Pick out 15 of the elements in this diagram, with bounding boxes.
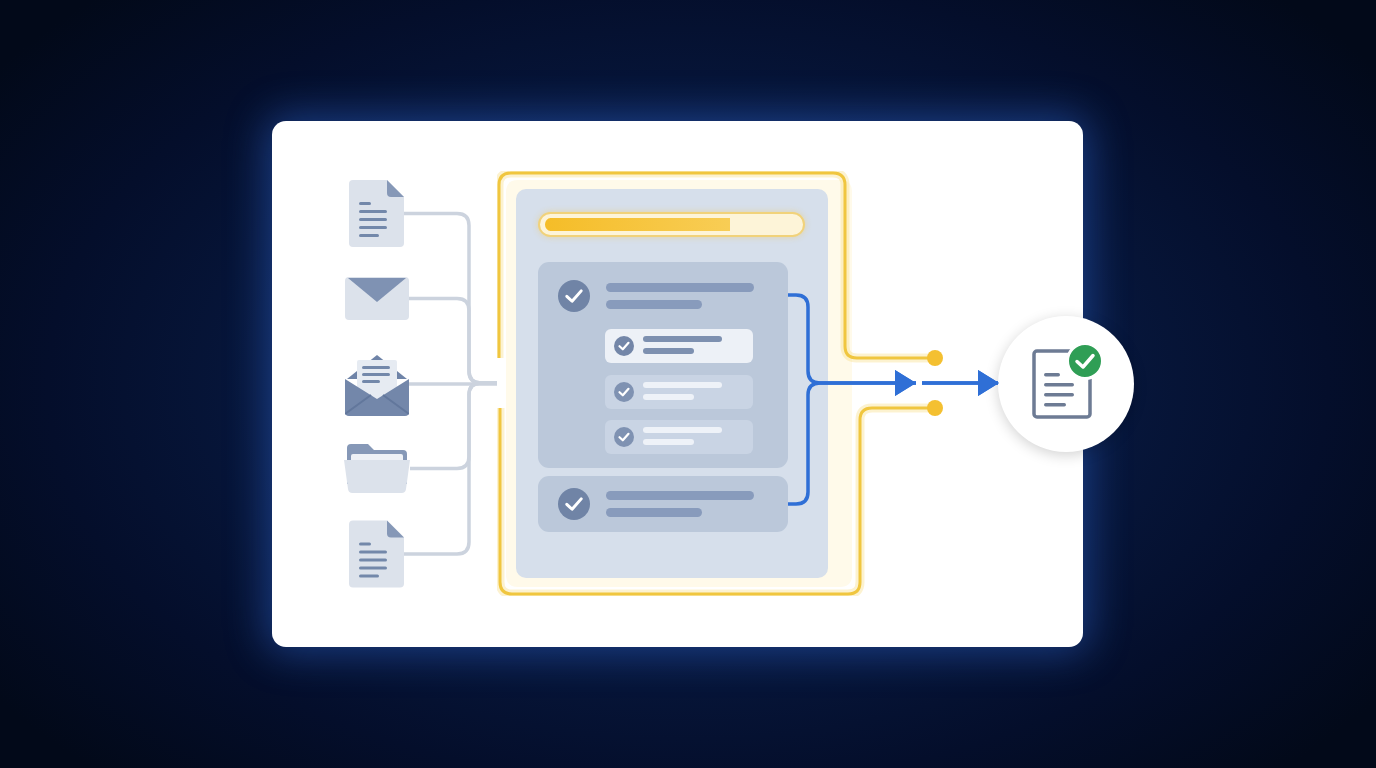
panel: [516, 189, 828, 578]
subtask-row: [605, 375, 753, 409]
document-icon: [349, 520, 404, 588]
subtask-row: [605, 420, 753, 454]
progress-bar: [538, 212, 805, 237]
document-icon: [349, 180, 404, 247]
open-envelope-icon: [345, 352, 409, 416]
connector-line: [409, 382, 497, 386]
highlight-frame: [497, 171, 945, 596]
task-card: [538, 262, 788, 468]
connector-line: [404, 381, 497, 556]
subtask-row: [605, 329, 753, 363]
task-card: [538, 476, 788, 532]
envelope-icon: [345, 277, 409, 320]
folder-icon: [344, 444, 410, 493]
